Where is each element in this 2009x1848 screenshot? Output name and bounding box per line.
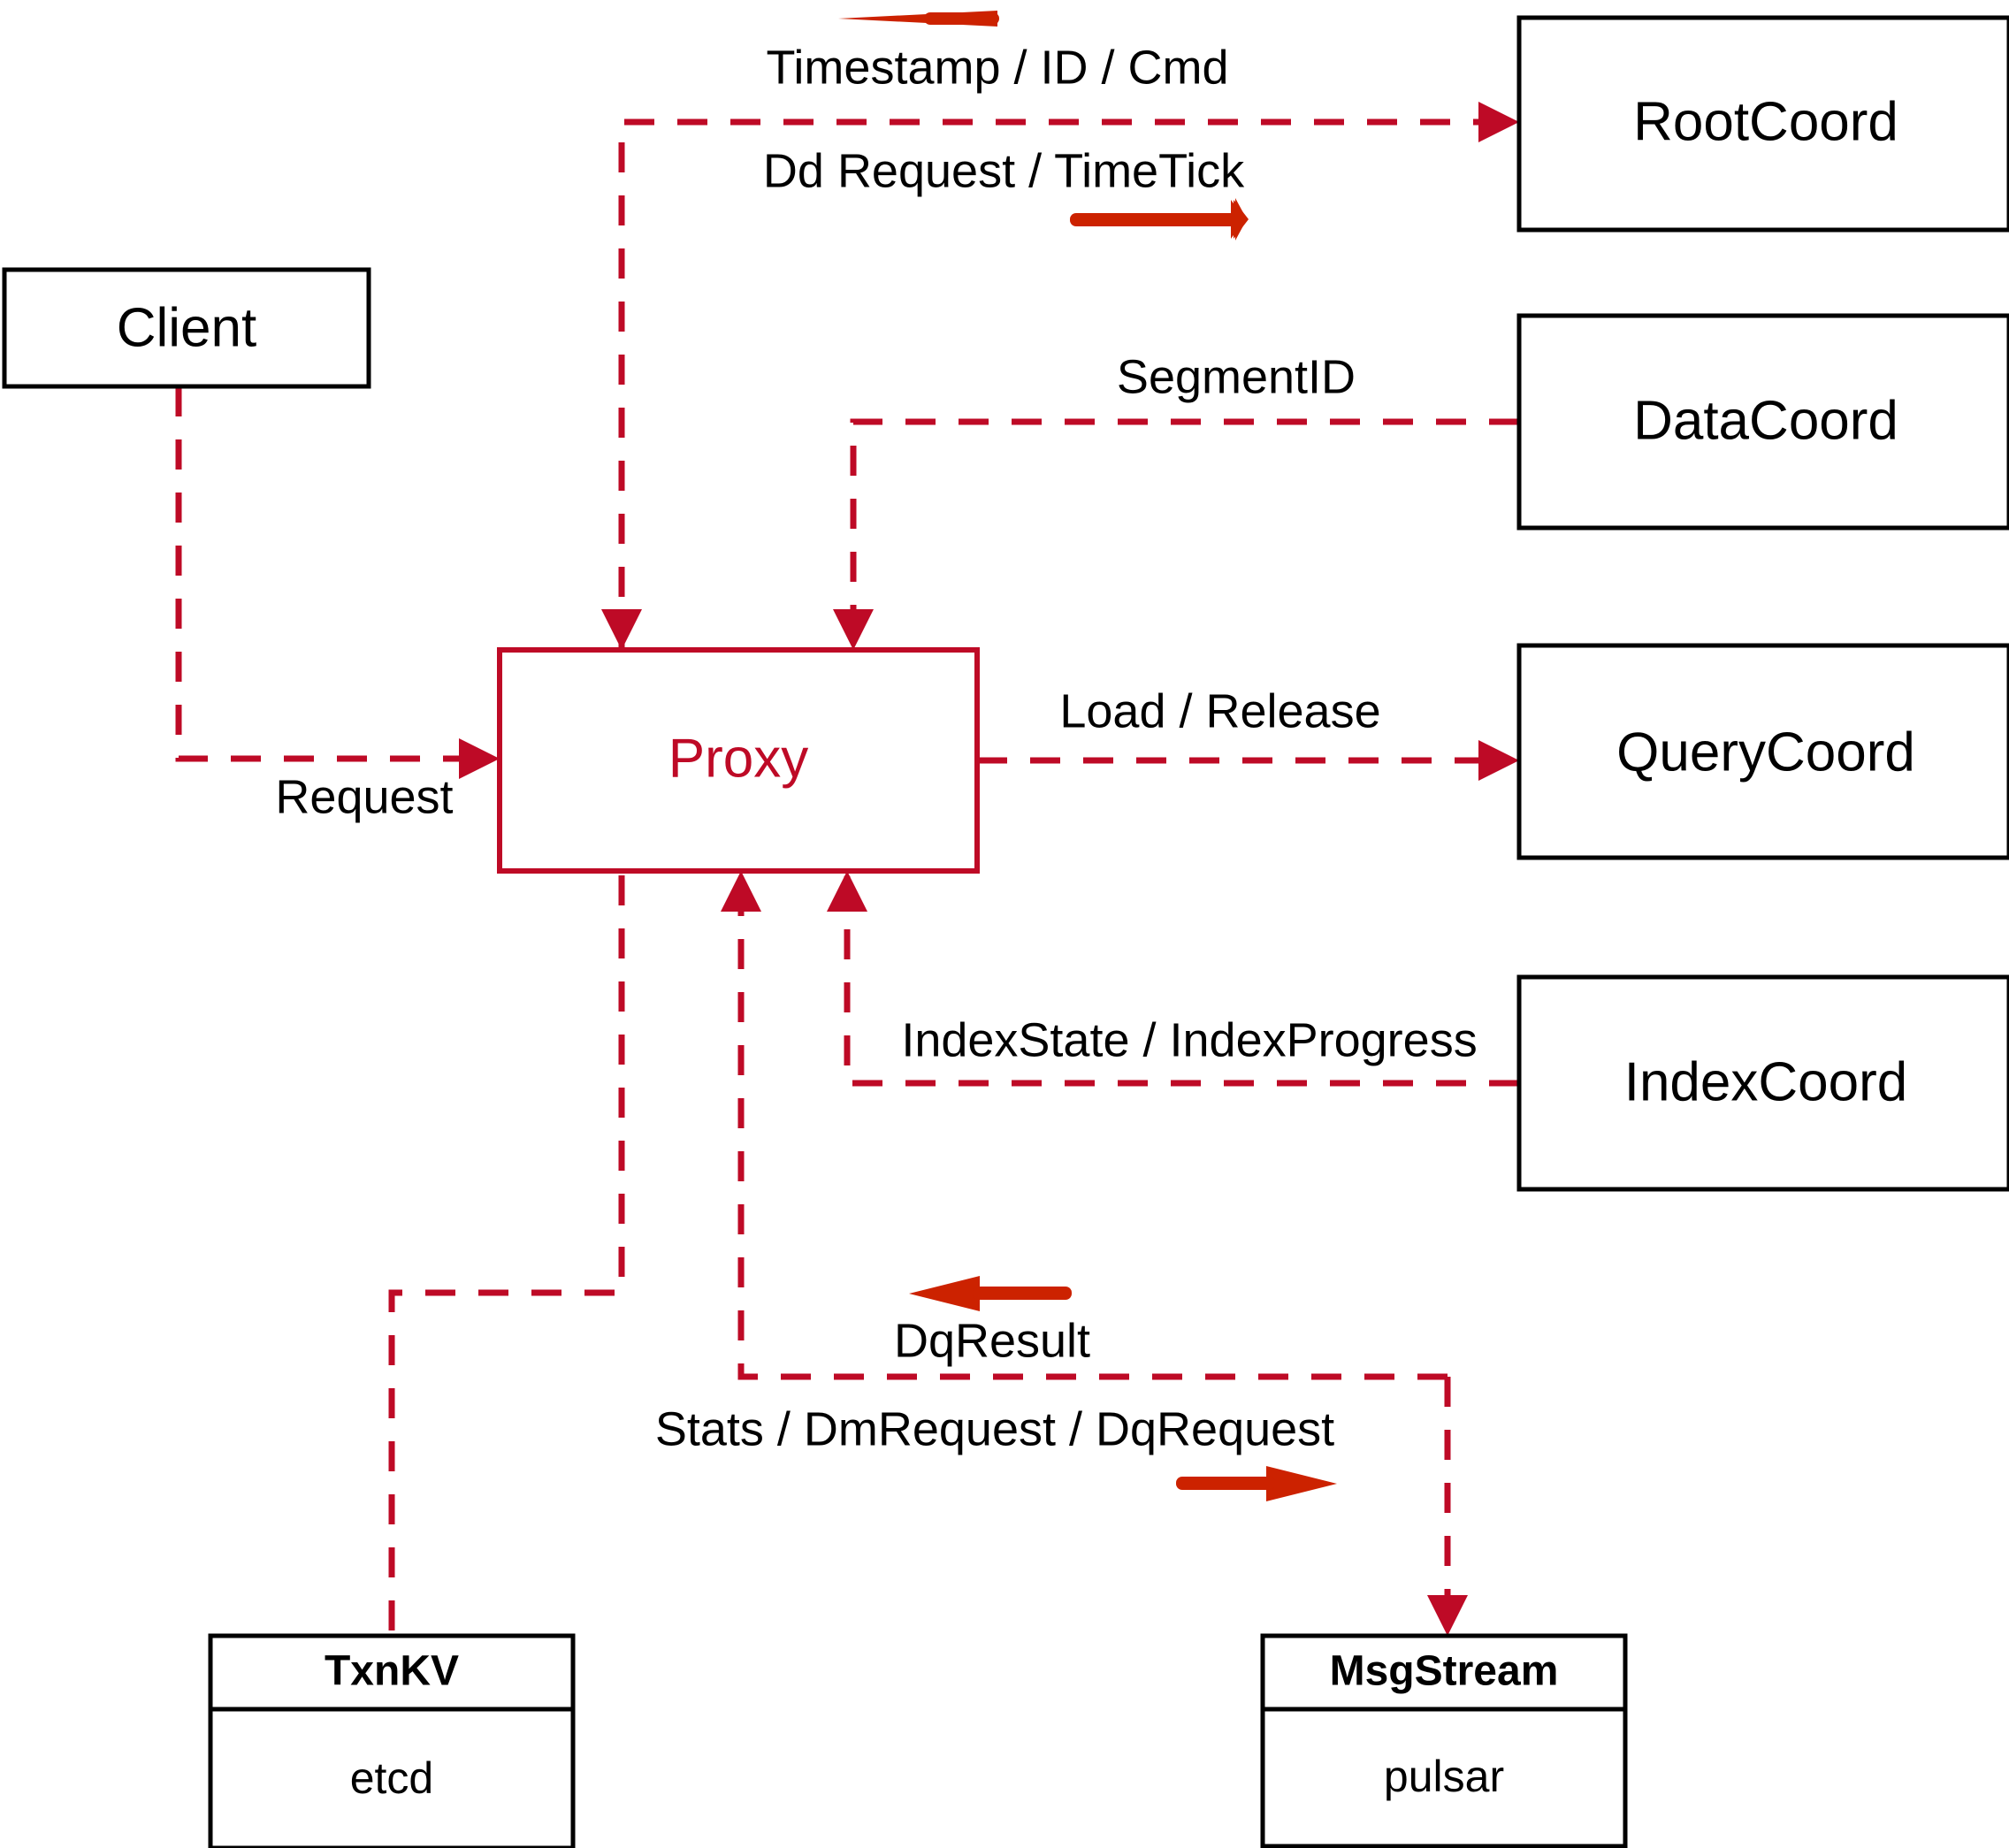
node-proxy[interactable]: Proxy xyxy=(497,647,980,874)
direction-arrow-ddrequest xyxy=(1070,198,1249,241)
node-querycoord[interactable]: QueryCoord xyxy=(1516,643,2009,860)
edge-proxy-querycoord xyxy=(977,740,1519,781)
edge-datacoord-arrowhead-down xyxy=(833,609,874,650)
edge-msgstream-proxy-result xyxy=(721,871,1448,1380)
edge-label-ddrequest: Dd Request / TimeTick xyxy=(763,144,1245,197)
edge-proxy-txnkv xyxy=(388,875,625,1636)
edge-label-dqresult: DqResult xyxy=(894,1314,1090,1367)
node-proxy-box[interactable] xyxy=(497,647,980,874)
edge-client-arrowhead-right xyxy=(459,738,500,779)
edge-rootcoord-arrowhead-right xyxy=(1478,102,1519,142)
node-msgstream-subtitle: pulsar xyxy=(1384,1752,1504,1801)
node-msgstream-title: MsgStream xyxy=(1330,1648,1559,1695)
edge-proxy-txnkv-line xyxy=(388,875,625,1636)
edge-dqresult-arrowhead-up xyxy=(721,871,761,912)
edge-datacoord-proxy xyxy=(833,418,1519,650)
edge-client-proxy xyxy=(175,386,500,779)
edge-client-proxy-line xyxy=(175,386,488,762)
edge-datacoord-proxy-line xyxy=(850,418,1519,650)
direction-arrow-dmrequest xyxy=(1176,1466,1337,1501)
node-client[interactable]: Client xyxy=(2,267,371,389)
node-client-box[interactable] xyxy=(2,267,371,389)
node-rootcoord-label: RootCoord xyxy=(1633,91,1898,152)
node-datacoord-label: DataCoord xyxy=(1633,390,1898,451)
node-datacoord-box[interactable] xyxy=(1516,313,2009,531)
node-querycoord-box[interactable] xyxy=(1516,643,2009,860)
edge-indexcoord-arrowhead-up xyxy=(827,871,867,912)
edge-rootcoord-proxy-line xyxy=(618,118,1508,650)
edge-msgstream-proxy-result-line xyxy=(737,875,1448,1380)
edge-label-request: Request xyxy=(275,770,453,823)
direction-arrow-dqresult xyxy=(909,1276,1072,1311)
node-proxy-label: Proxy xyxy=(668,728,808,789)
node-rootcoord-box[interactable] xyxy=(1516,15,2009,233)
edge-indexcoord-proxy xyxy=(827,871,1519,1087)
edge-label-dmrequest: Stats / DmRequest / DqRequest xyxy=(655,1402,1334,1455)
node-msgstream-box[interactable] xyxy=(1260,1633,1628,1848)
edge-label-indexstate: IndexState / IndexProgress xyxy=(901,1013,1477,1066)
node-msgstream[interactable]: MsgStream pulsar xyxy=(1260,1633,1628,1848)
edge-querycoord-arrowhead-right xyxy=(1478,740,1519,781)
edge-label-loadrelease: Load / Release xyxy=(1059,684,1380,737)
node-indexcoord-label: IndexCoord xyxy=(1624,1051,1908,1112)
node-datacoord[interactable]: DataCoord xyxy=(1516,313,2009,531)
direction-arrow-timestamp xyxy=(838,11,999,27)
edge-proxy-msgstream-request xyxy=(1427,1377,1468,1636)
node-querycoord-label: QueryCoord xyxy=(1616,722,1915,783)
node-txnkv-title: TxnKV xyxy=(325,1648,459,1695)
node-txnkv[interactable]: TxnKV etcd xyxy=(208,1633,576,1848)
node-txnkv-box[interactable] xyxy=(208,1633,576,1848)
node-indexcoord[interactable]: IndexCoord xyxy=(1516,974,2009,1192)
node-txnkv-subtitle: etcd xyxy=(350,1753,434,1803)
edge-indexcoord-proxy-line xyxy=(844,875,1519,1087)
edge-label-timestamp: Timestamp / ID / Cmd xyxy=(766,41,1228,94)
edge-msgstream-arrowhead-down xyxy=(1427,1595,1468,1636)
edge-label-segmentid: SegmentID xyxy=(1117,350,1356,403)
node-rootcoord[interactable]: RootCoord xyxy=(1516,15,2009,233)
node-client-label: Client xyxy=(117,297,257,358)
edge-rootcoord-proxy xyxy=(601,102,1519,650)
edge-rootcoord-arrowhead-down xyxy=(601,609,642,650)
node-indexcoord-box[interactable] xyxy=(1516,974,2009,1192)
